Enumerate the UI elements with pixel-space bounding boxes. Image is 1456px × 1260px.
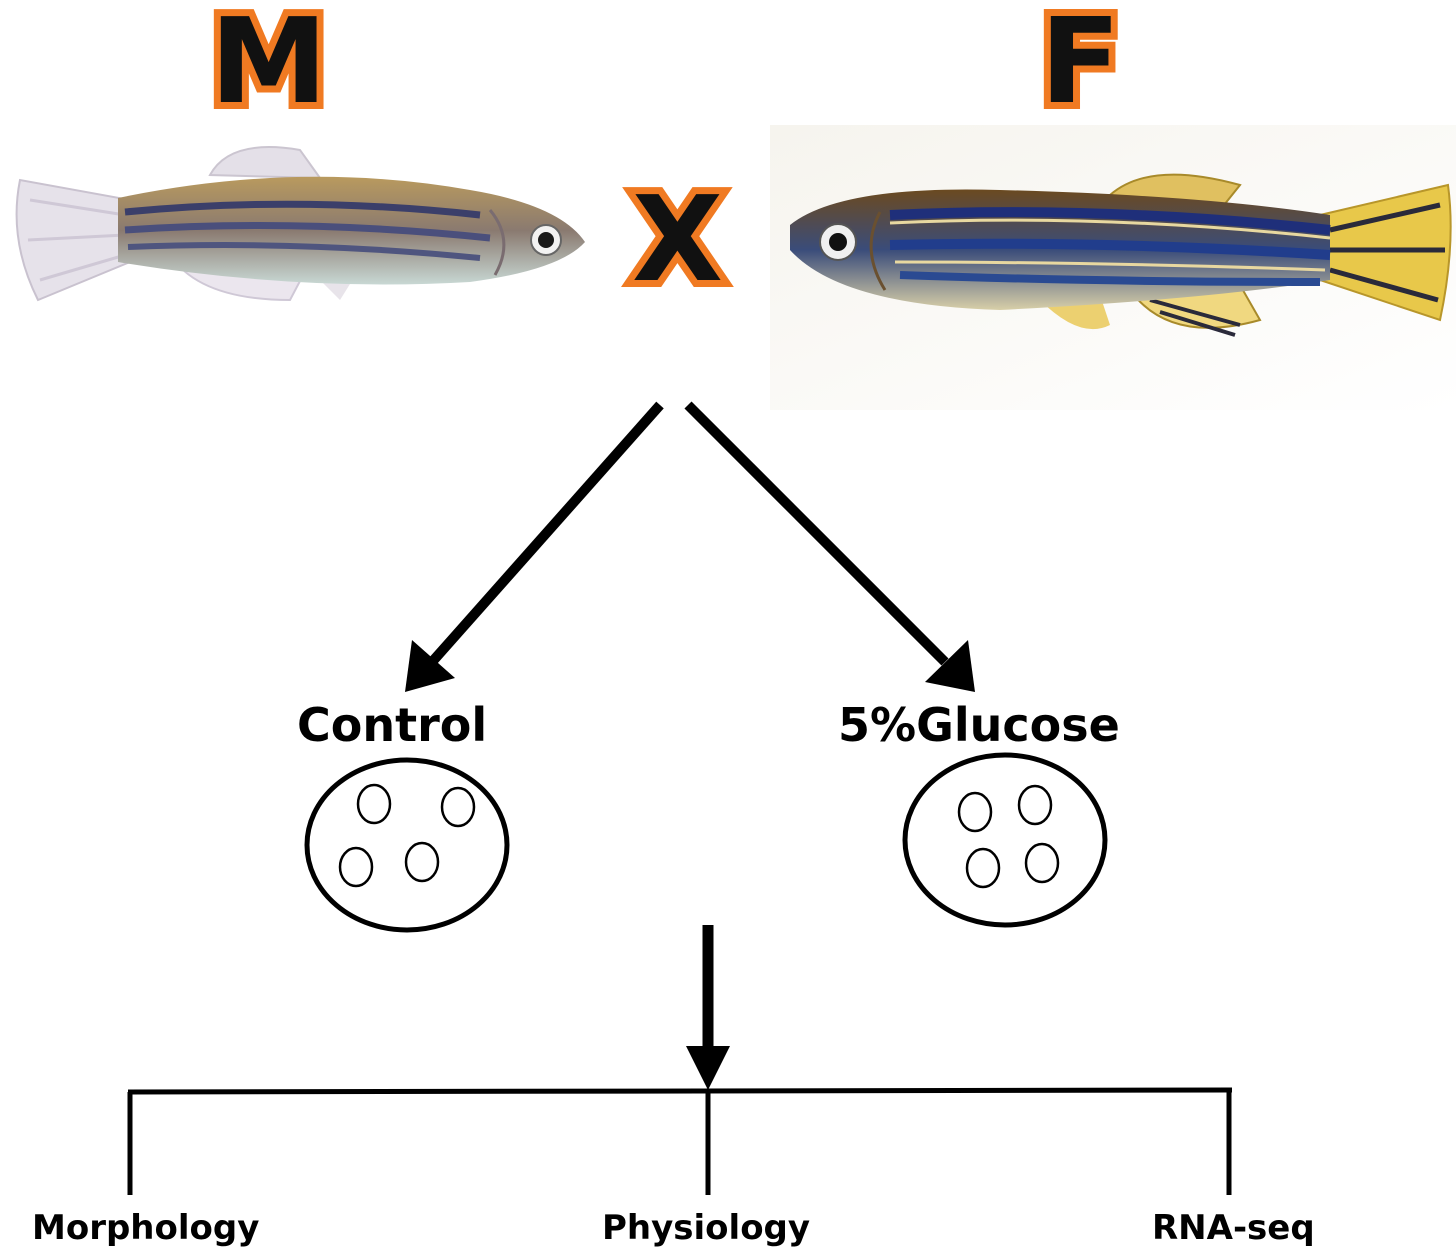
glucose-embryo [965,847,1001,889]
arrow-to-glucose-head [925,640,975,692]
glucose-dish [902,752,1108,928]
male-zebrafish-illustration [15,146,585,302]
glucose-label: 5%Glucose [838,698,1120,752]
rnaseq-label: RNA-seq [1152,1208,1315,1248]
glucose-embryo [1017,784,1053,826]
arrow-to-analyses-head [686,1046,730,1090]
female-zebrafish-illustration [770,125,1456,410]
cross-symbol: X X [625,170,730,308]
arrow-to-glucose [684,401,949,666]
morphology-label: Morphology [32,1208,260,1248]
female-label: F F [1033,0,1128,130]
control-embryo [356,783,392,825]
control-embryo [404,841,440,883]
control-label: Control [297,698,488,752]
analysis-branches [127,1087,1233,1195]
physiology-label: Physiology [602,1208,811,1248]
glucose-embryo [1024,842,1060,884]
control-dish [304,757,510,933]
male-label: M M [203,0,334,130]
control-embryo [338,846,374,888]
arrow-to-control [428,401,664,666]
arrow-to-control-head [405,640,455,692]
control-embryo [440,786,476,828]
glucose-embryo [957,791,993,833]
